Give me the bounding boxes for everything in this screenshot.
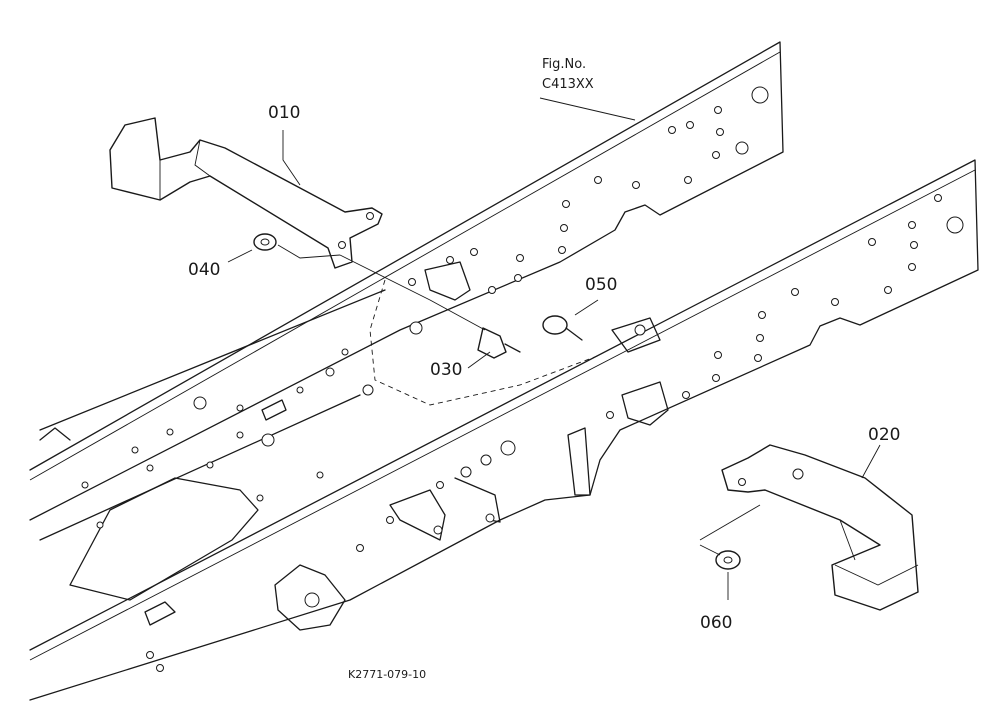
callout-060: 060 [700,613,732,633]
callout-020: 020 [868,425,900,445]
part-050-bolt [542,315,583,341]
upper-frame-rail [29,41,784,521]
fig-number: C413XX [542,77,594,92]
part-040-nut [253,233,277,251]
floor-plate [39,289,386,626]
callout-030: 030 [430,360,462,380]
part-020-bracket [721,444,919,611]
leader-lines [227,97,881,600]
callout-050: 050 [585,275,617,295]
drawing-code: K2771-079-10 [348,668,426,681]
lower-frame-rail [29,159,979,701]
part-010-bracket [109,117,383,269]
rail-brackets [274,477,501,631]
callout-010: 010 [268,103,300,123]
part-060-nut [715,550,741,570]
part-030-bolt [477,327,521,359]
fig-no-label: Fig.No. [542,57,586,72]
callout-040: 040 [188,260,220,280]
